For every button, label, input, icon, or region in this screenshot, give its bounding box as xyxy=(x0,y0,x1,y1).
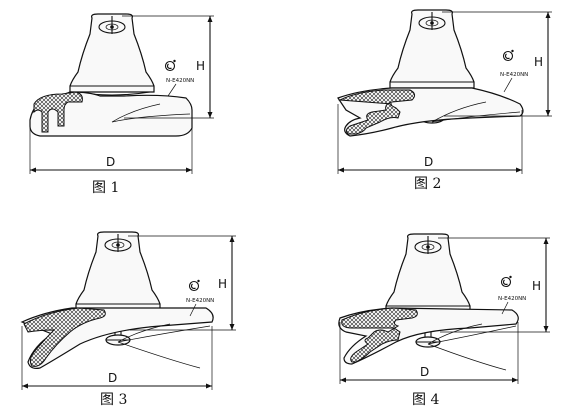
figure-1: N-E420NN H D 图 1 xyxy=(29,13,214,196)
figure-2-section xyxy=(338,89,416,135)
figure-4-h-label: H xyxy=(532,279,541,293)
figure-2: N-E420NN H D 图 2 xyxy=(337,9,552,192)
figure-4-section xyxy=(341,307,418,363)
figure-4-d-label: D xyxy=(420,365,429,379)
figure-4-marking: N-E420NN xyxy=(498,296,526,302)
figure-2-h-label: H xyxy=(534,55,543,69)
figure-4: N-E420NN H D 图 4 xyxy=(338,233,550,408)
figure-3-h-label: H xyxy=(218,277,227,291)
figure-3-section xyxy=(23,307,106,367)
figure-1-marking: N-E420NN xyxy=(166,78,194,84)
figure-4-caption: 图 4 xyxy=(412,392,439,408)
figure-2-d-label: D xyxy=(424,155,433,169)
figure-1-section xyxy=(33,91,83,133)
figure-1-d-label: D xyxy=(106,155,115,169)
figure-1-caption: 图 1 xyxy=(92,180,119,196)
figure-1-h-label: H xyxy=(196,59,205,73)
figure-3: N-E420NN H D 图 3 xyxy=(20,231,236,408)
figure-3-marking: N-E420NN xyxy=(186,298,214,304)
figure-3-d-label: D xyxy=(108,371,117,385)
figure-2-marking: N-E420NN xyxy=(500,72,528,78)
figure-3-caption: 图 3 xyxy=(100,392,127,408)
figure-2-caption: 图 2 xyxy=(414,176,441,192)
